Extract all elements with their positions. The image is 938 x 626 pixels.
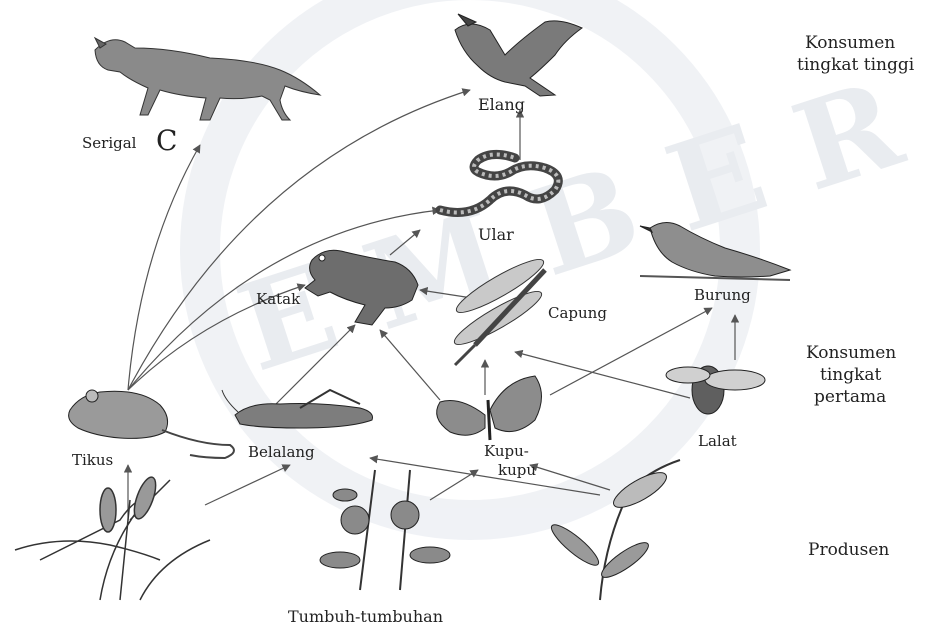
label-burung: Burung <box>694 286 751 304</box>
level-top-line2: tingkat tinggi <box>797 55 915 75</box>
arrow-tumbuhan-to-belalang <box>205 465 290 505</box>
grass-illustration <box>15 475 210 600</box>
watermark-seal: E M B E R <box>200 0 918 520</box>
label-katak: Katak <box>256 290 301 308</box>
label-tikus: Tikus <box>72 451 113 469</box>
label-kupu-2: kupu <box>498 461 536 479</box>
label-serigala-mark: C <box>156 124 177 157</box>
level-first-line3: pertama <box>814 387 886 407</box>
level-first-line1: Konsumen <box>806 343 896 363</box>
label-ular: Ular <box>478 225 514 244</box>
level-producer: Produsen <box>808 540 889 560</box>
label-lalat: Lalat <box>698 432 737 450</box>
tikus-illustration <box>69 390 234 458</box>
kupu-illustration <box>437 376 542 440</box>
label-kupu-1: Kupu- <box>484 442 529 460</box>
label-tumbuhan: Tumbuh-tumbuhan <box>288 607 443 626</box>
level-first-line2: tingkat <box>820 365 882 385</box>
label-belalang: Belalang <box>248 443 315 461</box>
level-top-line1: Konsumen <box>805 33 895 53</box>
label-serigala: Serigal <box>82 134 137 152</box>
label-elang: Elang <box>478 95 525 114</box>
elang-illustration <box>455 14 582 96</box>
label-capung: Capung <box>548 304 607 322</box>
